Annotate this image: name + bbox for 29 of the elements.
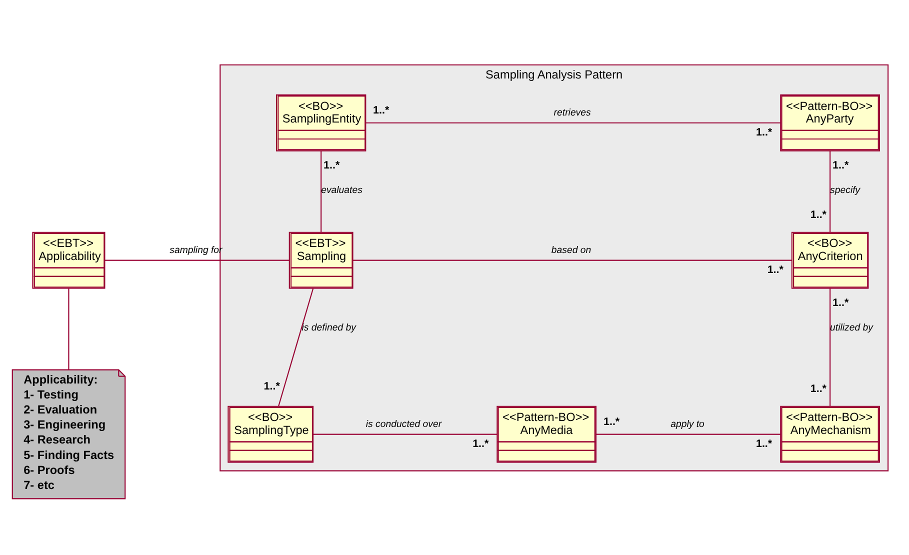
edge-label: apply to	[670, 418, 704, 430]
edge-label: evaluates	[321, 184, 362, 196]
label: 1..*	[472, 438, 489, 450]
label: 1..*	[756, 438, 772, 450]
edge-label: is conducted over	[366, 418, 442, 430]
connector	[830, 151, 831, 232]
label: 1..*	[373, 104, 390, 116]
label: 1..*	[832, 159, 849, 172]
label: 1..*	[324, 159, 340, 172]
connector	[352, 260, 792, 261]
connector	[596, 434, 780, 435]
label: 1..*	[832, 297, 849, 310]
connector	[313, 434, 497, 435]
connector	[366, 122, 780, 124]
label: 1..*	[756, 126, 772, 139]
label: 1..*	[767, 264, 784, 276]
label: 1..*	[810, 209, 826, 222]
label: 1..*	[810, 382, 826, 395]
edge-label: utilized by	[830, 322, 874, 334]
connector	[104, 260, 290, 261]
edge-label: is defined by	[302, 322, 356, 334]
label: 1..*	[264, 380, 280, 392]
connector	[68, 288, 70, 370]
connector	[278, 288, 314, 406]
connector	[320, 151, 322, 232]
edge-label: based on	[551, 245, 592, 256]
label: 1..*	[604, 416, 620, 428]
connector	[830, 288, 831, 406]
edge-label: retrieves	[554, 108, 591, 119]
